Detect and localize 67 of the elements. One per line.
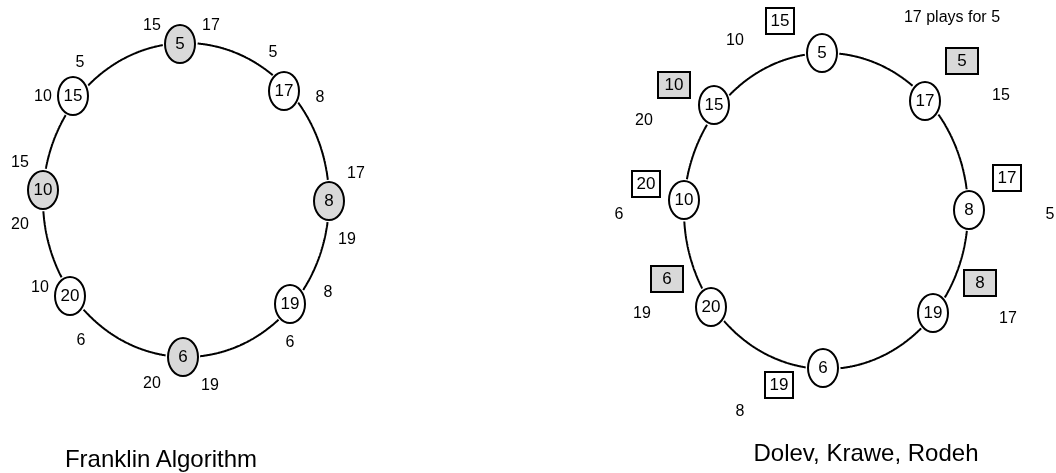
message-box: 20 [631,170,661,198]
message-box: 8 [963,269,997,297]
process-node: 8 [953,190,985,230]
number-label: 17 [202,16,220,34]
number-label: 20 [635,111,653,129]
ring-edge [839,327,923,370]
ring-edge [943,229,968,299]
ring-edge [196,42,274,77]
ring-edge [683,220,704,290]
diagram-caption: Franklin Algorithm [64,445,258,473]
number-label: 5 [75,53,85,71]
number-label: 6 [285,333,295,351]
message-box: 17 [992,164,1022,192]
number-label: 15 [992,86,1010,104]
process-node: 8 [313,181,345,221]
number-label: 15 [11,153,29,171]
ring-edge [82,308,167,357]
process-node: 10 [668,180,700,220]
ring-edge [838,52,914,87]
message-box: 15 [765,7,795,35]
process-node: 17 [909,81,941,121]
process-node: 20 [54,276,86,316]
ring-edge [723,320,807,369]
message-box: 19 [764,371,794,399]
process-node: 17 [268,71,300,111]
number-label: 6 [76,331,86,349]
number-label: 17 [347,164,365,182]
process-node: 19 [917,293,949,333]
ring-edge [44,114,67,170]
process-node: 6 [167,337,199,377]
process-node: 15 [698,85,730,125]
ring-edge [685,123,708,181]
number-label: 20 [11,215,29,233]
message-box: 5 [945,47,979,75]
ring-edge [728,53,806,97]
ring-edge [87,44,164,87]
ring-edge [302,221,329,291]
ring-edge [42,210,63,279]
message-box: 10 [657,71,691,99]
diagram-caption: Dolev, Krawe, Rodeh [753,439,979,467]
message-box: 6 [650,265,684,293]
number-label: 10 [31,278,49,296]
process-node: 15 [57,76,89,116]
process-node: 5 [164,24,196,64]
process-node: 5 [806,33,838,73]
process-node: 10 [27,170,59,210]
number-label: 8 [315,88,325,106]
number-label: 5 [1045,205,1055,223]
number-label: 20 [143,374,161,392]
process-node: 6 [807,348,839,388]
ring-edge [937,113,968,191]
process-node: 19 [274,284,306,324]
number-label: 8 [323,283,333,301]
number-label: 19 [201,376,219,394]
number-label: 15 [143,16,161,34]
number-label: 19 [633,304,651,322]
ring-edge [199,318,280,358]
ring-edge [297,101,329,181]
number-label: 6 [614,205,624,223]
number-label: 10 [726,31,744,49]
number-label: 10 [34,87,52,105]
number-label: 17 [999,309,1017,327]
process-node: 20 [695,287,727,327]
number-label: 8 [735,402,745,420]
number-label: 19 [338,230,356,248]
number-label: 5 [268,43,278,61]
note-text: 17 plays for 5 [903,8,1001,26]
